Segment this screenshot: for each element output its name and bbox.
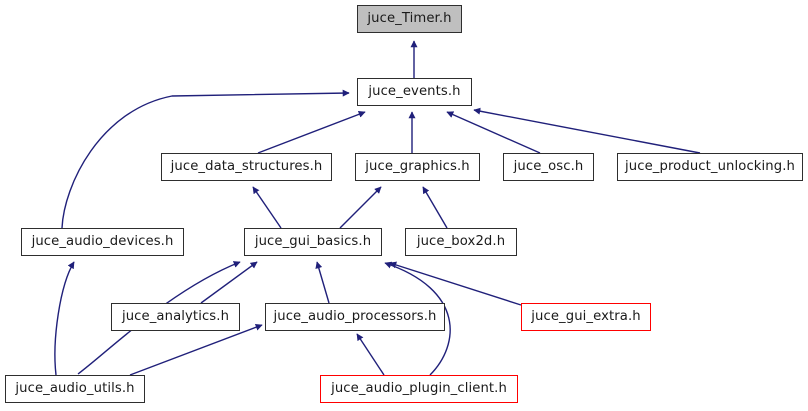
node-label: juce_Timer.h xyxy=(367,11,452,27)
edge-analytics-to-gui_basics xyxy=(200,261,258,304)
node-audio_utils[interactable]: juce_audio_utils.h xyxy=(5,375,145,403)
node-label: juce_osc.h xyxy=(513,159,584,175)
node-graphics[interactable]: juce_graphics.h xyxy=(355,153,480,181)
edge-audio_utils-to-audio_processors xyxy=(129,323,263,376)
node-product_unlocking[interactable]: juce_product_unlocking.h xyxy=(617,153,803,181)
node-label: juce_box2d.h xyxy=(416,234,506,250)
node-label: juce_data_structures.h xyxy=(170,159,323,175)
node-label: juce_graphics.h xyxy=(365,159,470,175)
edge-audio_devices-to-events xyxy=(61,89,350,229)
node-audio_processors[interactable]: juce_audio_processors.h xyxy=(265,303,445,331)
edge-data_structures-to-events xyxy=(257,110,366,154)
edge-audio_plugin_client-to-audio_processors xyxy=(356,333,385,376)
node-label: juce_audio_devices.h xyxy=(31,234,174,250)
node-osc[interactable]: juce_osc.h xyxy=(503,153,594,181)
node-label: juce_audio_utils.h xyxy=(15,381,135,397)
edge-product_unlocking-to-events xyxy=(473,107,701,154)
node-gui_basics[interactable]: juce_gui_basics.h xyxy=(244,228,382,256)
node-label: juce_analytics.h xyxy=(121,309,230,325)
node-data_structures[interactable]: juce_data_structures.h xyxy=(161,153,332,181)
node-audio_devices[interactable]: juce_audio_devices.h xyxy=(21,228,184,256)
node-label: juce_gui_extra.h xyxy=(531,309,641,325)
edge-audio_processors-to-gui_basics xyxy=(315,261,330,304)
node-box2d[interactable]: juce_box2d.h xyxy=(405,228,517,256)
node-timer[interactable]: juce_Timer.h xyxy=(357,5,462,33)
edge-gui_extra-to-gui_basics xyxy=(389,261,522,306)
edge-gui_basics-to-graphics xyxy=(339,186,382,229)
node-label: juce_gui_basics.h xyxy=(254,234,372,250)
node-events[interactable]: juce_events.h xyxy=(357,78,472,106)
edge-box2d-to-graphics xyxy=(422,186,448,229)
node-audio_plugin_client[interactable]: juce_audio_plugin_client.h xyxy=(320,375,518,403)
node-analytics[interactable]: juce_analytics.h xyxy=(111,303,240,331)
node-label: juce_events.h xyxy=(368,84,461,100)
node-label: juce_audio_plugin_client.h xyxy=(331,381,507,397)
node-gui_extra[interactable]: juce_gui_extra.h xyxy=(521,303,651,331)
node-label: juce_audio_processors.h xyxy=(273,309,437,325)
edge-gui_basics-to-data_structures xyxy=(252,186,282,229)
edge-audio_utils-to-audio_devices xyxy=(54,261,75,376)
edge-audio_plugin_client-to-gui_basics xyxy=(384,261,451,376)
node-label: juce_product_unlocking.h xyxy=(625,159,795,175)
edge-osc-to-events xyxy=(446,111,541,154)
